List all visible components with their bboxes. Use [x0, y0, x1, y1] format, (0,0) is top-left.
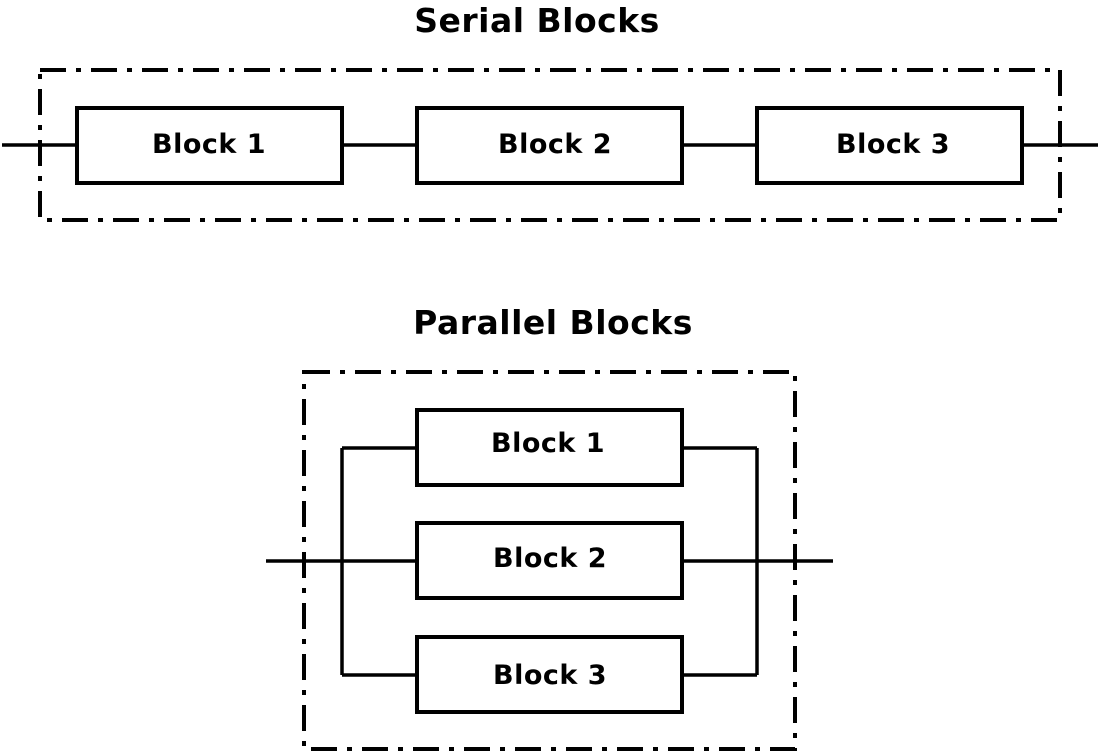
serial-block-3-label: Block 3 — [836, 129, 950, 160]
serial-section: Serial Blocks Block 1 Block 2 Block 3 — [2, 1, 1098, 222]
serial-block-1-label: Block 1 — [152, 129, 266, 160]
serial-block-1: Block 1 — [75, 106, 344, 185]
parallel-title: Parallel Blocks — [413, 303, 693, 342]
serial-block-3-box — [755, 106, 1024, 185]
parallel-block-2: Block 2 — [415, 521, 684, 600]
serial-block-3: Block 3 — [755, 106, 1024, 185]
serial-block-2-label: Block 2 — [498, 129, 612, 160]
serial-block-1-box — [75, 106, 344, 185]
serial-title: Serial Blocks — [414, 1, 660, 40]
parallel-block-1-label: Block 1 — [491, 428, 605, 459]
parallel-block-1-box — [415, 408, 684, 487]
parallel-block-3-box — [415, 635, 684, 714]
parallel-block-2-label: Block 2 — [493, 543, 607, 574]
serial-block-2-box — [415, 106, 684, 185]
parallel-block-3-label: Block 3 — [493, 660, 607, 691]
parallel-block-3: Block 3 — [415, 635, 684, 714]
parallel-block-1: Block 1 — [415, 408, 684, 487]
serial-block-2: Block 2 — [415, 106, 684, 185]
parallel-block-2-box — [415, 521, 684, 600]
parallel-section: Parallel Blocks Block 1 Block 2 Block 3 — [266, 303, 833, 751]
